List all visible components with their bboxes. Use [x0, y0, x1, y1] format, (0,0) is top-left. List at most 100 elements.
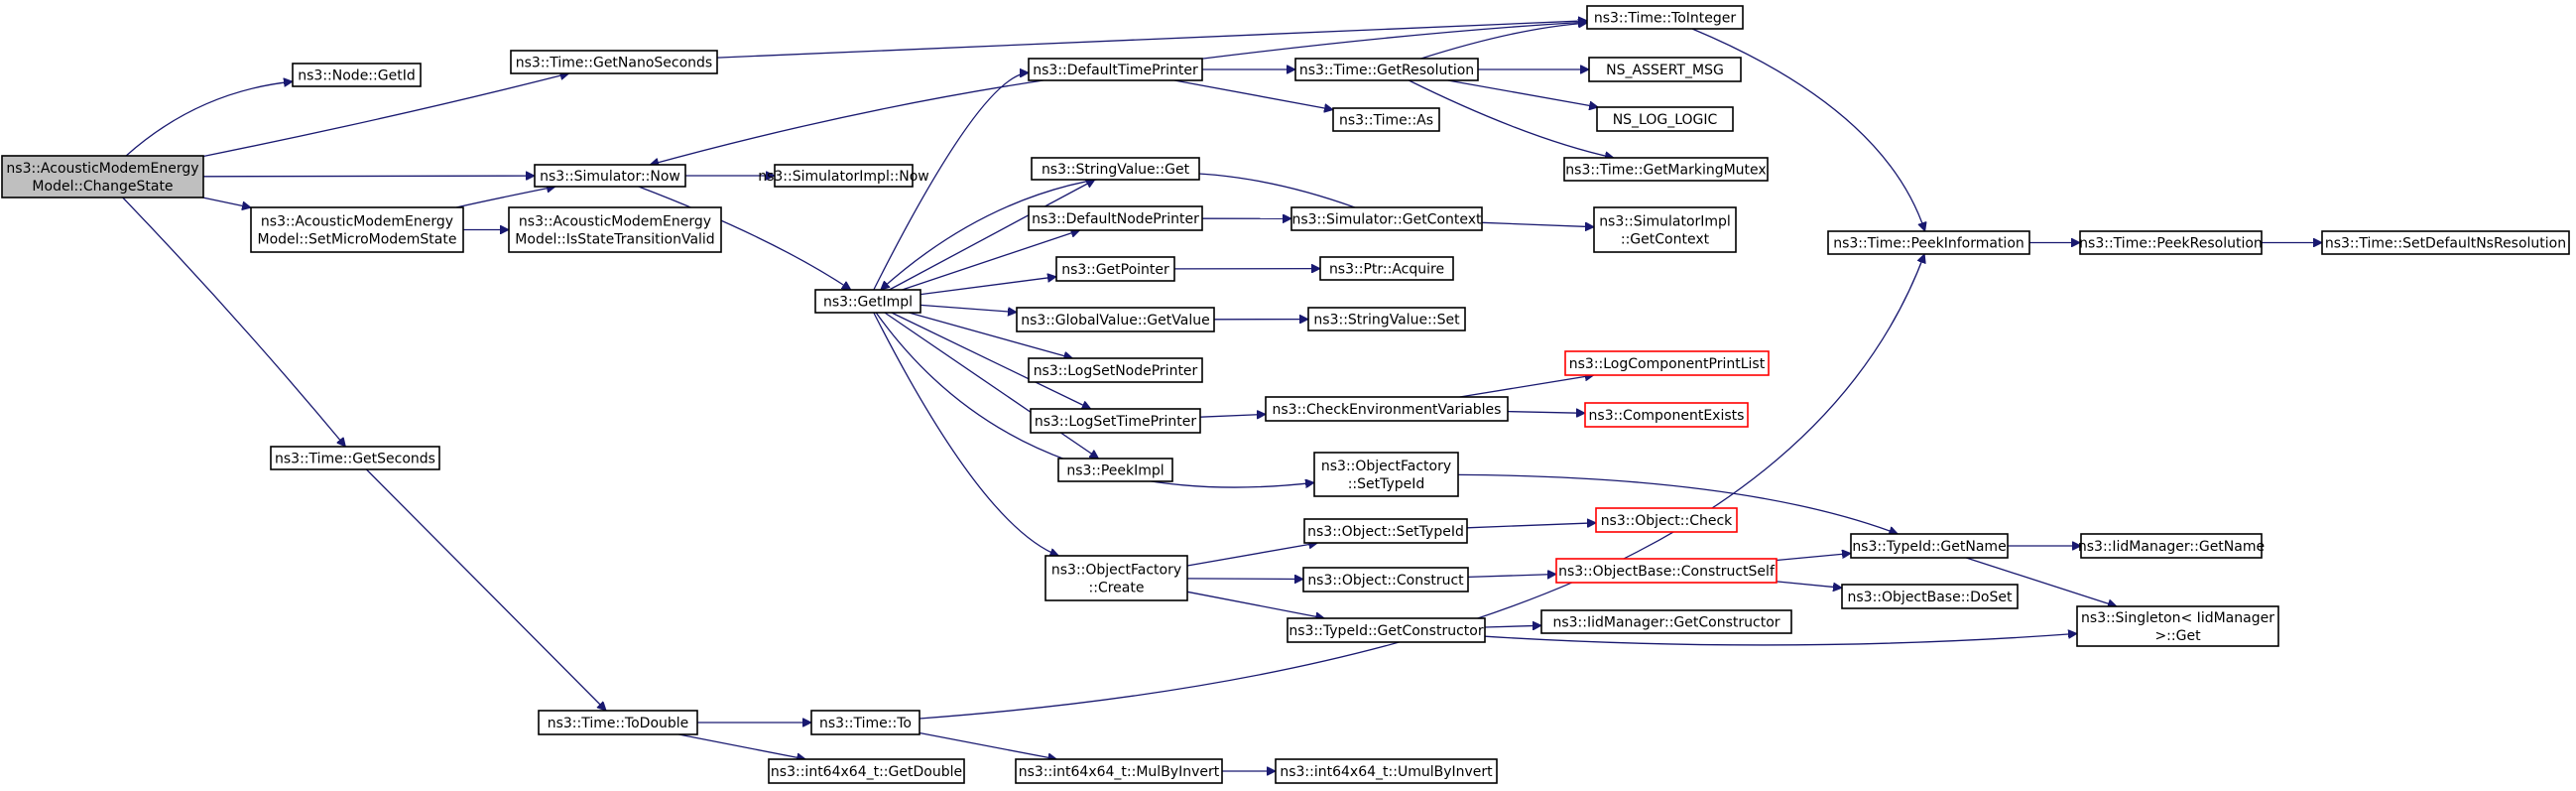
function-node-peekinfo[interactable]: ns3::Time::PeekInformation [1827, 230, 2030, 255]
call-edge-ofcreate-to-objconstruct [1186, 579, 1303, 580]
function-node-ofsettid[interactable]: ns3::ObjectFactory::SetTypeId [1313, 452, 1459, 497]
call-edge-timeto-to-mulbyinv [919, 731, 1056, 760]
function-node-defnode[interactable]: ns3::DefaultNodePrinter [1028, 205, 1203, 231]
call-edge-line [1457, 473, 1898, 534]
function-node-simimplctx[interactable]: ns3::SimulatorImpl::GetContext [1593, 206, 1737, 253]
call-edge-line [1186, 579, 1303, 580]
function-node-strget[interactable]: ns3::StringValue::Get [1031, 157, 1200, 181]
function-node-label: ns3::Object::Check [1601, 513, 1733, 529]
function-node-mutex[interactable]: ns3::Time::GetMarkingMutex [1563, 157, 1769, 182]
call-edge-root-to-setmicro [202, 197, 251, 207]
call-edge-tidgetname-to-singleton [1966, 557, 2117, 606]
call-edge-root-to-simnow [202, 176, 535, 177]
function-node-getdouble[interactable]: ns3::int64x64_t::GetDouble [768, 758, 965, 784]
function-node-label: ns3::Ptr::Acquire [1329, 262, 1444, 278]
call-edge-line [678, 733, 805, 759]
function-node-simctx[interactable]: ns3::Simulator::GetContext [1290, 206, 1483, 231]
function-node-tidgetctor[interactable]: ns3::TypeId::GetConstructor [1287, 617, 1486, 643]
function-node-getptr[interactable]: ns3::GetPointer [1055, 256, 1175, 282]
function-node-label: ns3::CheckEnvironmentVariables [1273, 402, 1502, 418]
function-node-label: ::GetContext [1621, 232, 1710, 248]
function-node-label: ns3::StringValue::Set [1313, 313, 1460, 329]
function-node-logcomp[interactable]: ns3::LogComponentPrintList [1564, 350, 1770, 376]
function-node-box [1044, 555, 1188, 601]
function-node-singleton[interactable]: ns3::Singleton< IidManager>::Get [2076, 605, 2279, 647]
function-node-as[interactable]: ns3::Time::As [1332, 107, 1440, 132]
function-node-ptracq[interactable]: ns3::Ptr::Acquire [1319, 256, 1454, 281]
function-node-strset[interactable]: ns3::StringValue::Set [1307, 307, 1466, 331]
function-node-label: ns3::AcousticModemEnergy [261, 214, 453, 230]
function-node-setdefres[interactable]: ns3::Time::SetDefaultNsResolution [2321, 230, 2570, 255]
function-node-getimpl[interactable]: ns3::GetImpl [814, 289, 921, 314]
function-node-timeto[interactable]: ns3::Time::To [810, 710, 920, 735]
function-node-box [1028, 205, 1203, 231]
function-node-ofcreate[interactable]: ns3::ObjectFactory::Create [1044, 555, 1188, 601]
function-node-doset[interactable]: ns3::ObjectBase::DoSet [1841, 584, 2019, 609]
function-node-objcheck[interactable]: ns3::Object::Check [1595, 507, 1738, 533]
call-edge-logsettime-to-checkenv [1199, 414, 1266, 417]
function-node-logsetnode[interactable]: ns3::LogSetNodePrinter [1028, 357, 1203, 383]
call-edge-line [365, 468, 606, 711]
function-node-objsettid[interactable]: ns3::Object::SetTypeId [1303, 518, 1468, 544]
function-node-simimplnow[interactable]: ns3::SimulatorImpl::Now [758, 164, 929, 188]
function-node-box [1275, 758, 1498, 784]
function-node-gvget[interactable]: ns3::GlobalValue::GetValue [1016, 307, 1215, 332]
function-node-isvalid[interactable]: ns3::AcousticModemEnergyModel::IsStateTr… [508, 206, 722, 253]
function-node-umulbyinv[interactable]: ns3::int64x64_t::UmulByInvert [1275, 758, 1498, 784]
function-node-peekres[interactable]: ns3::Time::PeekResolution [2079, 230, 2263, 255]
call-edge-getimpl-to-ofcreate [873, 312, 1059, 556]
function-node-box [1827, 230, 2030, 255]
function-node-label: NS_LOG_LOGIC [1613, 112, 1718, 128]
call-edge-deftime-to-as [1173, 79, 1333, 110]
call-edge-line [716, 21, 1587, 59]
function-node-label: ns3::LogComponentPrintList [1569, 356, 1766, 372]
function-node-label: Model::ChangeState [32, 179, 173, 195]
function-node-getseconds[interactable]: ns3::Time::GetSeconds [270, 446, 440, 470]
function-node-label: ns3::ObjectBase::DoSet [1848, 590, 2013, 605]
function-node-getres[interactable]: ns3::Time::GetResolution [1294, 58, 1479, 81]
function-node-box [1555, 558, 1778, 584]
function-node-label: Model::IsStateTransitionValid [515, 232, 714, 248]
function-node-compexists[interactable]: ns3::ComponentExists [1584, 402, 1749, 428]
function-node-box [1057, 458, 1173, 482]
call-edge-line [1420, 23, 1587, 60]
function-node-label: ns3::DefaultNodePrinter [1032, 211, 1199, 227]
function-node-iidgetname[interactable]: ns3::IidManager::GetName [2078, 533, 2265, 559]
call-edge-line [650, 79, 1043, 165]
function-node-constructself[interactable]: ns3::ObjectBase::ConstructSelf [1555, 558, 1778, 584]
call-edge-checkenv-to-compexists [1507, 412, 1585, 414]
function-node-box [1290, 206, 1483, 231]
function-node-iidgetctor[interactable]: ns3::IidManager::GetConstructor [1540, 609, 1792, 634]
function-node-box [2079, 230, 2263, 255]
call-edge-getseconds-to-todouble [365, 468, 606, 711]
function-node-loglogic[interactable]: NS_LOG_LOGIC [1596, 106, 1734, 132]
function-node-getid[interactable]: ns3::Node::GetId [292, 63, 422, 87]
function-node-objconstruct[interactable]: ns3::Object::Construct [1302, 567, 1469, 593]
call-edge-setmicro-to-simnow [455, 187, 555, 208]
function-node-box [2076, 605, 2279, 647]
function-node-box [1307, 307, 1466, 331]
function-node-checkenv[interactable]: ns3::CheckEnvironmentVariables [1265, 396, 1509, 422]
function-node-box [1055, 256, 1175, 282]
function-node-label: ns3::TypeId::GetConstructor [1288, 623, 1483, 639]
function-node-deftime[interactable]: ns3::DefaultTimePrinter [1028, 58, 1203, 81]
function-node-todouble[interactable]: ns3::Time::ToDouble [538, 710, 698, 735]
function-node-assert[interactable]: NS_ASSERT_MSG [1588, 57, 1742, 82]
function-node-tidgetname[interactable]: ns3::TypeId::GetName [1850, 533, 2009, 559]
call-edge-deftime-to-simnow [650, 79, 1043, 165]
function-node-logsettime[interactable]: ns3::LogSetTimePrinter [1030, 408, 1201, 434]
function-node-simnow[interactable]: ns3::Simulator::Now [534, 164, 686, 188]
call-edge-getres-to-loglogic [1447, 79, 1599, 107]
function-node-peekimpl[interactable]: ns3::PeekImpl [1057, 458, 1173, 482]
function-node-label: ns3::Object::SetTypeId [1307, 524, 1464, 540]
function-node-getnano[interactable]: ns3::Time::GetNanoSeconds [510, 50, 718, 74]
function-node-toint[interactable]: ns3::Time::ToInteger [1586, 5, 1744, 30]
function-node-box [810, 710, 920, 735]
function-node-mulbyinv[interactable]: ns3::int64x64_t::MulByInvert [1015, 758, 1223, 784]
function-node-box [1030, 408, 1201, 434]
node-layer: ns3::AcousticModemEnergy Model::ChangeSta… [1, 5, 2570, 784]
function-node-setmicro[interactable]: ns3::AcousticModemEnergyModel::SetMicroM… [250, 206, 464, 253]
function-node-box [1313, 452, 1459, 497]
function-node-label: ns3::GetImpl [823, 295, 913, 311]
